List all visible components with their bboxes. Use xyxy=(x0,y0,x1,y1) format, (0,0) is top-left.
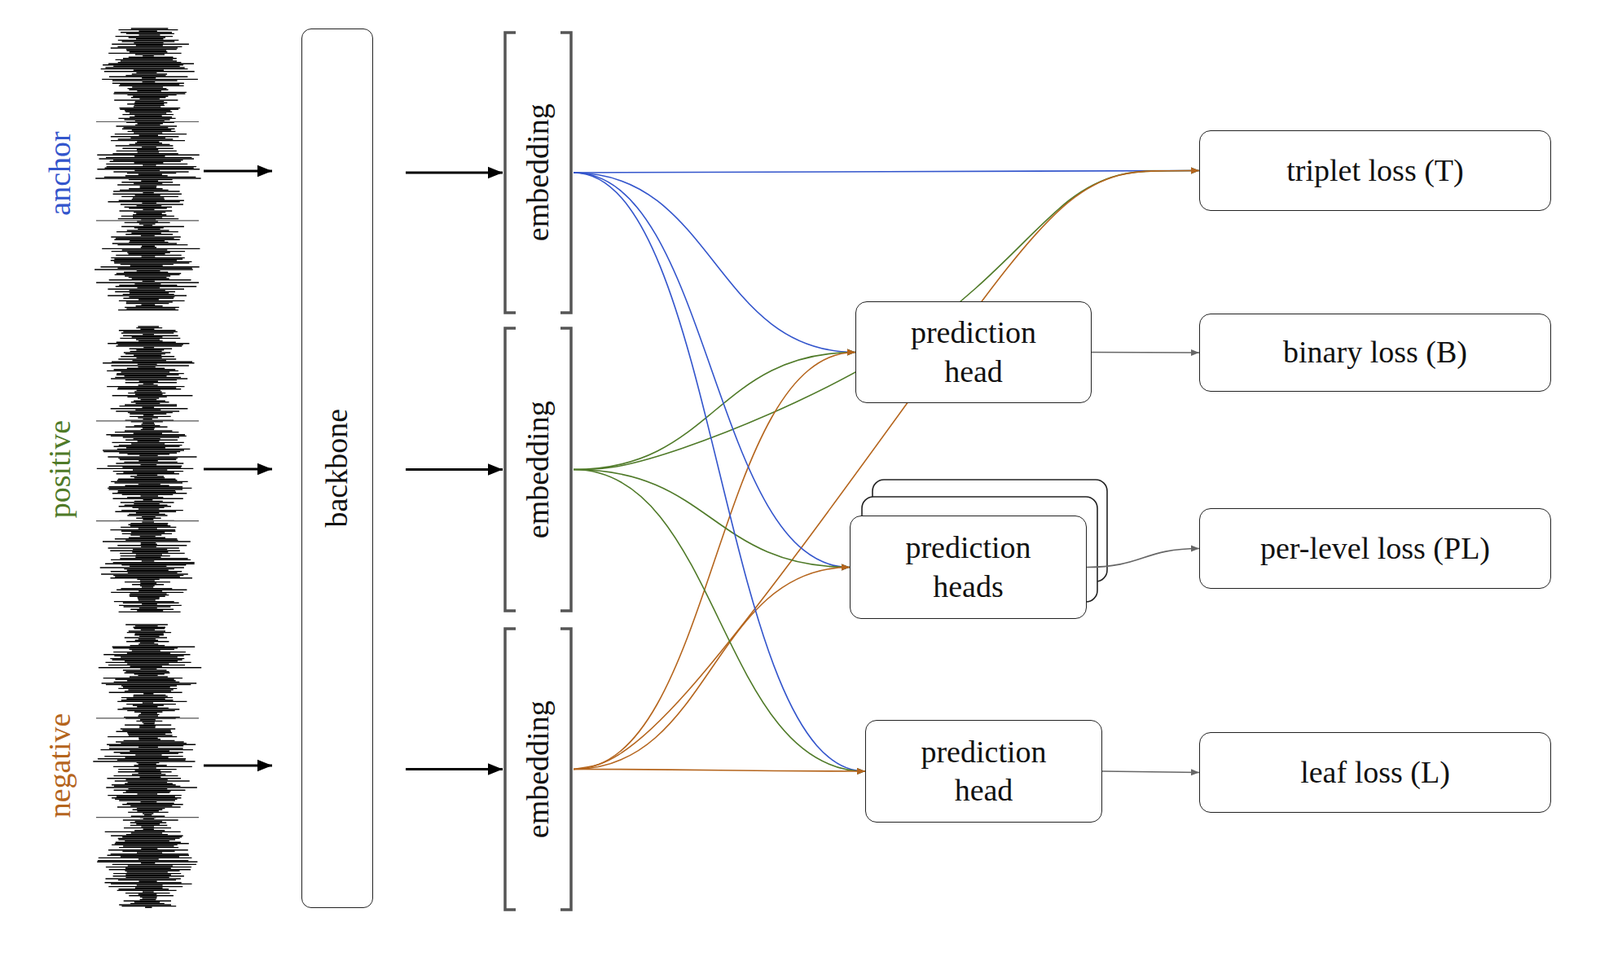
loss-box: triplet loss (T) xyxy=(1199,130,1552,211)
loss-box: leaf loss (L) xyxy=(1199,732,1552,814)
node-text: binary loss (B) xyxy=(1283,333,1468,373)
head-box: prediction head xyxy=(855,301,1092,404)
loss-box: binary loss (B) xyxy=(1199,313,1552,392)
input-label: anchor xyxy=(41,131,78,216)
embedding-bracket: embedding xyxy=(502,326,574,613)
node-text: embedding xyxy=(518,400,559,539)
connector xyxy=(573,172,850,568)
connector xyxy=(573,769,866,773)
tick-line xyxy=(96,420,199,422)
tick-line xyxy=(96,717,199,719)
node-text: embedding xyxy=(518,104,559,242)
connector xyxy=(573,470,850,568)
node-text: backbone xyxy=(317,408,357,528)
head-box: prediction head xyxy=(865,720,1103,823)
connector xyxy=(573,352,856,770)
connector xyxy=(405,171,503,175)
waveform xyxy=(96,326,198,612)
connector xyxy=(573,171,1200,471)
embedding-bracket: embedding xyxy=(502,627,574,912)
connector xyxy=(1102,771,1200,774)
node-text: per-level loss (PL) xyxy=(1260,529,1491,569)
tick-line xyxy=(96,520,199,522)
waveform xyxy=(94,28,202,311)
tick-line xyxy=(96,219,199,221)
connector xyxy=(573,171,1200,770)
label-slot: anchor xyxy=(59,173,144,210)
input-arrow xyxy=(203,764,273,768)
bracket-line xyxy=(505,328,572,611)
heads-box: prediction heads xyxy=(849,515,1087,620)
input-arrow xyxy=(203,468,273,471)
bracket-line xyxy=(505,628,572,910)
connector xyxy=(573,567,850,770)
node-text: prediction heads xyxy=(874,528,1063,607)
connector xyxy=(405,468,503,471)
bracket-line xyxy=(505,32,572,313)
node-text: prediction head xyxy=(883,313,1064,392)
connector xyxy=(1091,351,1200,354)
node-text: triplet loss (T) xyxy=(1286,151,1464,191)
backbone-box: backbone xyxy=(301,28,374,909)
tick-line xyxy=(96,817,199,818)
input-label: positive xyxy=(41,420,78,519)
waveform xyxy=(92,624,202,908)
node-text: embedding xyxy=(518,700,559,839)
connector xyxy=(1086,549,1200,568)
connector xyxy=(573,172,856,353)
embedding-bracket: embedding xyxy=(502,30,574,315)
input-arrows xyxy=(203,171,273,766)
connector xyxy=(405,768,503,771)
input-label: negative xyxy=(41,713,78,819)
label-slot: positive xyxy=(59,469,158,506)
input-arrow xyxy=(203,170,273,173)
waveforms xyxy=(92,28,202,908)
tick-line xyxy=(96,121,199,123)
connector xyxy=(573,470,866,773)
loss-box: per-level loss (PL) xyxy=(1199,508,1552,590)
node-text: prediction head xyxy=(894,733,1074,811)
connector xyxy=(573,171,1200,174)
label-slot: negative xyxy=(59,765,165,802)
connector xyxy=(573,172,866,772)
node-text: leaf loss (L) xyxy=(1300,753,1451,793)
